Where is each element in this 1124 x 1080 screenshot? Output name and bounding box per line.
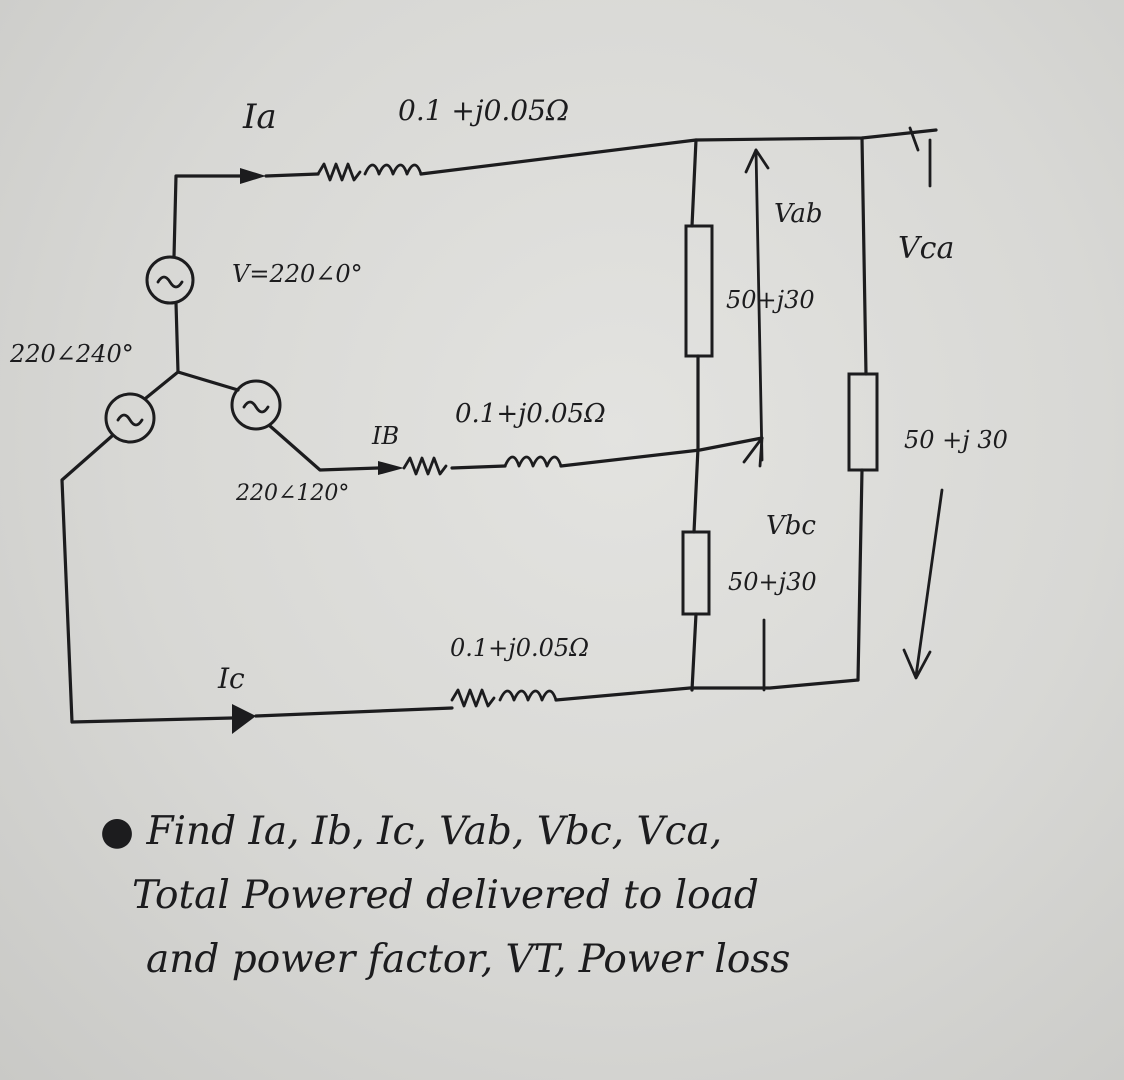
source-a-voltage-label: V=220∠0° [232,260,363,288]
bullet-icon: ● [100,809,147,854]
line-b-wire-right [559,436,764,468]
load-ab-top-wire [690,138,698,228]
line-b-inductor-icon [503,455,563,468]
source-c-symbol [104,392,156,444]
wire-source-c [60,434,234,724]
line-b-impedance-label: 0.1+j0.05Ω [455,399,606,429]
line-a-inductor-icon [363,163,423,176]
question-line-3: and power factor, VT, Power loss [146,937,791,982]
current-c-arrow-icon [232,704,256,734]
current-b-arrow-icon [378,461,404,475]
line-b-resistor-icon [402,456,448,476]
line-c-inductor-icon [498,689,558,702]
vca-label: Vca [898,231,954,266]
load-ca-top-wire [860,136,868,376]
line-a-resistor-icon [316,162,362,182]
source-a-sine-icon [156,275,184,289]
load-bc-bottom-wire [690,612,698,692]
load-ca-bottom-wire [856,468,864,682]
source-b-symbol [230,379,282,431]
source-a-symbol [145,255,195,305]
wye-link-ac [144,301,180,400]
line-c-wire-left [254,706,454,718]
load-bc-impedance [681,530,711,616]
current-c-label: Ic [217,662,245,695]
line-a-wire-right [419,128,938,176]
vca-arrow-icon [902,488,944,680]
question-line-2: Total Powered delivered to load [132,873,759,918]
line-a-impedance-label: 0.1 +j0.05Ω [398,94,569,127]
question-line-1: ● Find Ia, Ib, Ic, Vab, Vbc, Vca, [100,800,1060,864]
source-c-sine-icon [116,413,144,427]
vab-arrow-icon [744,148,770,174]
vab-label: Vab [774,199,823,229]
question-text: ● Find Ia, Ib, Ic, Vab, Vbc, Vca, Total … [100,800,1060,992]
current-a-arrow-icon [240,168,266,184]
vbc-arrow-icon [742,436,764,468]
vab-measure-line [754,148,764,462]
load-ca-impedance [847,372,879,472]
vbc-label: Vbc [766,511,816,541]
current-a-label: Ia [242,97,277,137]
wire-source-a [172,174,242,259]
load-ab-impedance-label: 50+j30 [726,286,815,314]
source-b-sine-icon [242,400,270,414]
question-line-1-text: Find Ia, Ib, Ic, Vab, Vbc, Vca, [146,809,723,854]
line-b-wire-mid [450,464,507,470]
wire-source-b [268,424,380,472]
load-ab-bottom-wire [692,354,700,534]
wye-link-ab [176,370,240,392]
current-b-label: IB [371,422,399,450]
line-c-resistor-icon [450,688,496,708]
source-b-voltage-label: 220∠120° [235,481,349,506]
line-c-impedance-label: 0.1+j0.05Ω [450,634,589,662]
source-c-voltage-label: 220∠240° [9,340,134,368]
vca-tick-mark [908,126,920,152]
load-ca-impedance-label: 50 +j 30 [904,426,1008,454]
line-c-wire-right [554,678,860,702]
line-a-wire-left [264,172,320,178]
load-ab-impedance [684,224,714,358]
load-bc-impedance-label: 50+j30 [728,568,817,596]
